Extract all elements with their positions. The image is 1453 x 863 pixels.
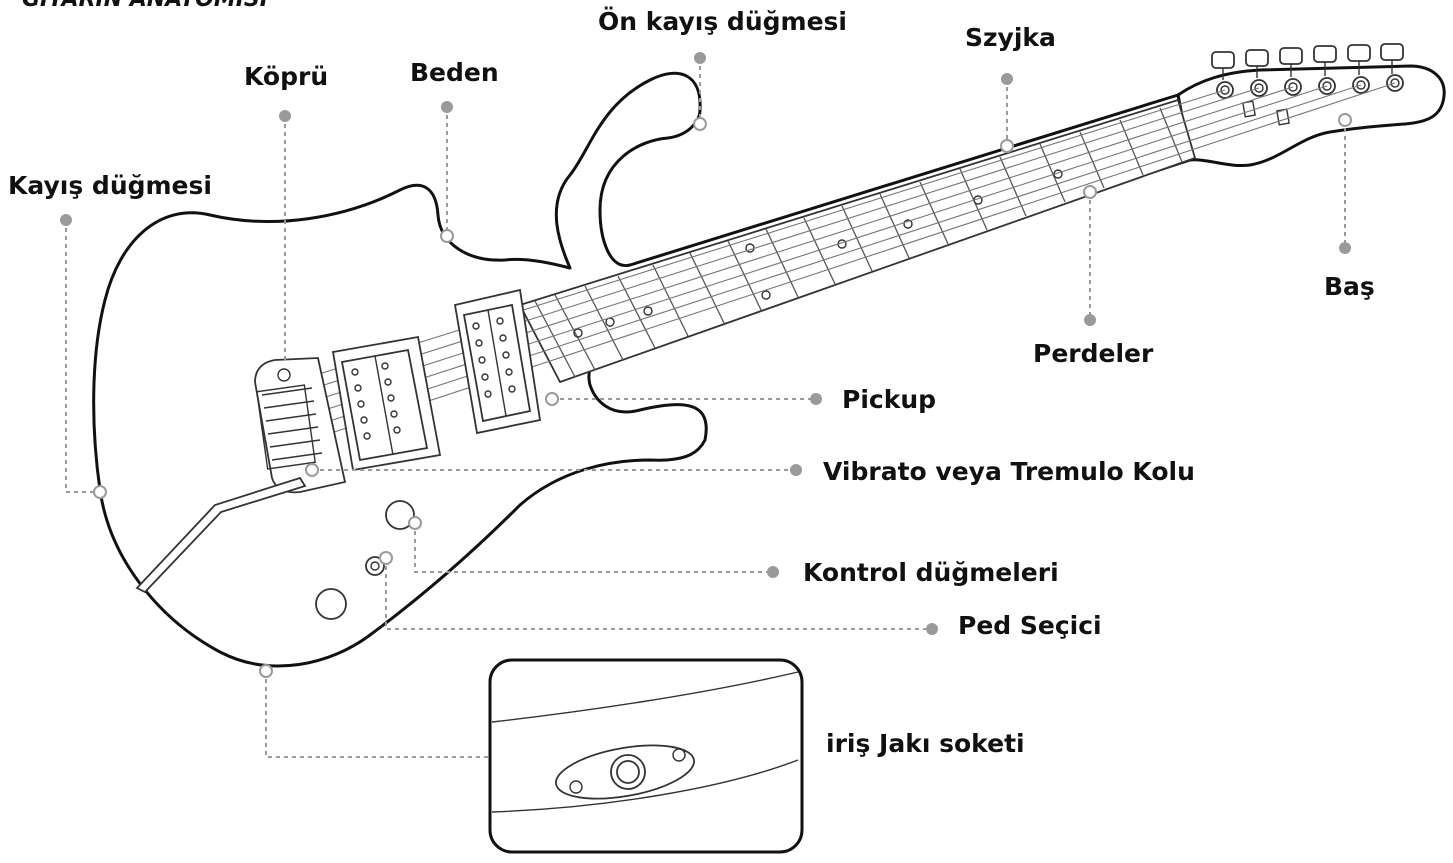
label-front-strap-button: Ön kayış düğmesi bbox=[598, 6, 847, 36]
label-bridge: Köprü bbox=[244, 62, 328, 91]
label-tremolo-arm: Vibrato veya Tremulo Kolu bbox=[823, 457, 1195, 486]
label-body: Beden bbox=[410, 58, 499, 87]
label-frets: Perdeler bbox=[1033, 339, 1154, 368]
control-knob-lower bbox=[315, 588, 347, 620]
neck-pickup bbox=[453, 288, 542, 435]
headstock-shape bbox=[1176, 64, 1446, 168]
label-jack-socket: iriş Jakı soketi bbox=[826, 729, 1025, 758]
label-neck: Szyjka bbox=[965, 23, 1056, 52]
label-pickup-selector: Ped Seçici bbox=[958, 611, 1102, 640]
leader-lines bbox=[60, 52, 1352, 758]
pickup-selector-switch bbox=[365, 556, 385, 576]
guitar-illustration bbox=[92, 43, 1446, 668]
diagram-title: GİTARIN ANATOMİSİ bbox=[22, 0, 268, 12]
bridge bbox=[254, 357, 347, 494]
label-pickup: Pickup bbox=[842, 385, 936, 414]
tremolo-arm bbox=[135, 476, 307, 594]
label-control-knobs: Kontrol düğmeleri bbox=[803, 558, 1059, 587]
jack-socket-inset bbox=[488, 658, 804, 854]
bridge-pickup bbox=[331, 335, 442, 472]
label-strap-button: Kayış düğmesi bbox=[8, 171, 212, 200]
label-headstock: Baş bbox=[1324, 272, 1375, 301]
tuning-pegs bbox=[1211, 43, 1404, 126]
frets bbox=[534, 107, 1183, 378]
control-knob-large bbox=[385, 500, 415, 530]
